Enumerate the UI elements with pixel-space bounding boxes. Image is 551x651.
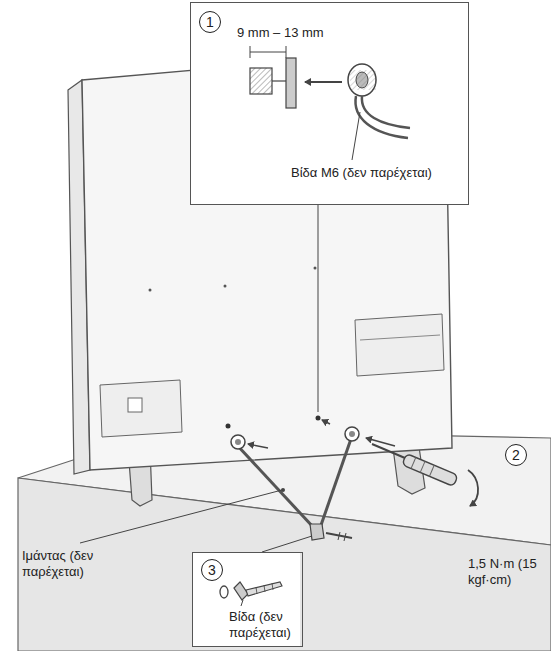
callout-number: 3	[201, 559, 223, 581]
torque-value: 1,5 N·m (15 kgf·cm)	[468, 556, 546, 587]
dimension: 9 mm – 13 mm	[237, 25, 324, 41]
callout-number: 2	[505, 444, 527, 466]
part-name: Βίδα M6 (δεν παρέχεται)	[291, 165, 463, 181]
callout-number: 1	[199, 11, 221, 33]
callout-box: 3Βίδα (δεν παρέχεται)	[192, 552, 303, 647]
part-name: Βίδα (δεν παρέχεται)	[229, 609, 297, 640]
callout-box: 1 9 mm – 13 mm Βίδα M6 (δεν παρέχεται)	[190, 2, 469, 205]
part-name: Ιμάντας (δεν παρέχεται)	[22, 548, 114, 579]
